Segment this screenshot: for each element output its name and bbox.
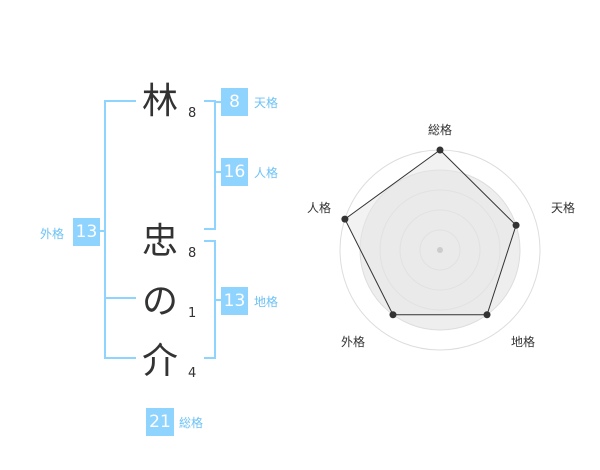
radar-point-2 <box>483 311 491 319</box>
gaikaku-bracket <box>104 100 136 359</box>
radar-polygon <box>344 149 517 316</box>
gaikaku-label: 外格 <box>40 227 65 241</box>
name-char-4: 介 <box>141 341 178 382</box>
radar-point-1 <box>512 221 520 229</box>
stroke-count-1: 8 <box>188 106 197 121</box>
chikaku-connector <box>214 299 222 301</box>
jinkaku-connector <box>214 171 222 173</box>
chikaku-label: 地格 <box>254 295 279 309</box>
jinkaku-label: 人格 <box>254 166 279 180</box>
gaikaku-connector <box>100 230 106 232</box>
name-char-1: 林 <box>141 81 178 122</box>
radar-point-4 <box>341 215 349 223</box>
radar-axis-label-chikaku: 地格 <box>511 335 536 349</box>
radar-points <box>341 146 520 319</box>
gaikaku-divider <box>104 297 136 299</box>
soukaku-label: 総格 <box>179 416 204 430</box>
jinkaku-value: 16 <box>221 158 248 186</box>
gaikaku-value: 13 <box>73 218 100 246</box>
stroke-count-3: 1 <box>188 306 197 321</box>
radar-point-0 <box>436 146 444 154</box>
name-char-3: の <box>141 281 178 322</box>
radar-axis-label-tenkaku: 天格 <box>551 201 576 215</box>
radar-axis-label-gaikaku: 外格 <box>341 335 366 349</box>
stroke-count-2: 8 <box>188 246 197 261</box>
radar-center-dot <box>437 247 443 253</box>
tenkaku-value: 8 <box>221 88 248 116</box>
name-char-2: 忠 <box>141 221 178 262</box>
radar-axis-label-soukaku: 総格 <box>428 123 453 137</box>
radar-point-3 <box>389 311 397 319</box>
stroke-count-4: 4 <box>188 366 197 381</box>
radar-axis-label-jinkaku: 人格 <box>307 201 332 215</box>
tenkaku-label: 天格 <box>254 96 279 110</box>
chikaku-value: 13 <box>221 287 248 315</box>
soukaku-value: 21 <box>146 408 174 436</box>
radar-shape <box>344 149 517 316</box>
tenkaku-connector <box>214 101 222 103</box>
jinkaku-bracket <box>204 100 216 230</box>
